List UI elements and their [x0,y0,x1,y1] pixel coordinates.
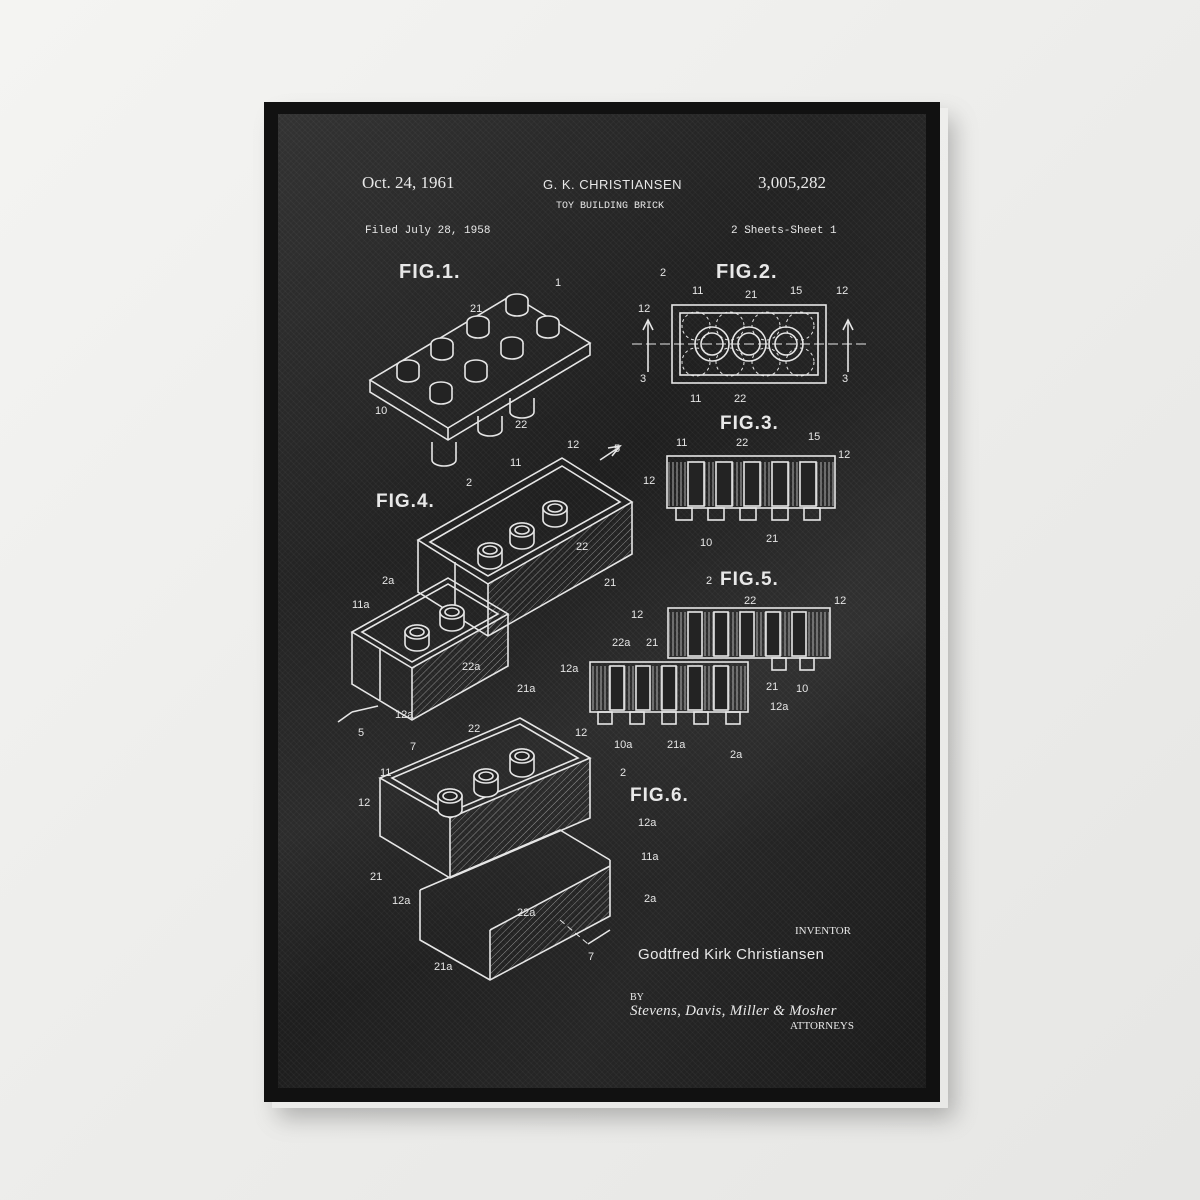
svg-text:15: 15 [790,285,802,297]
fig4-label: FIG.4. [376,491,435,512]
svg-text:12: 12 [567,439,579,451]
svg-text:2: 2 [466,477,472,489]
svg-text:11: 11 [380,767,391,779]
svg-text:15: 15 [808,431,820,443]
svg-text:12: 12 [575,727,587,739]
svg-text:11: 11 [510,457,521,469]
fig1-label: FIG.1. [399,261,461,283]
fig4-drawing-lower [337,577,510,723]
svg-text:5: 5 [358,727,364,739]
svg-text:22: 22 [736,437,748,449]
svg-text:11a: 11a [352,599,370,611]
by-label: BY [630,992,644,1003]
svg-text:22a: 22a [517,907,536,919]
svg-text:21: 21 [370,871,382,883]
patent-date: Oct. 24, 1961 [362,173,455,192]
svg-text:2: 2 [706,575,712,587]
svg-text:21a: 21a [434,961,453,973]
svg-text:12: 12 [638,303,650,315]
svg-text:12: 12 [631,609,643,621]
svg-text:11: 11 [690,393,701,405]
svg-text:12: 12 [838,449,850,461]
svg-text:11a: 11a [641,851,659,863]
svg-text:21: 21 [766,533,778,545]
svg-text:22: 22 [734,393,746,405]
fig5-label: FIG.5. [720,569,779,590]
svg-text:21: 21 [604,577,616,589]
svg-text:10: 10 [375,405,387,417]
svg-text:22: 22 [468,723,480,735]
svg-text:22: 22 [515,419,527,431]
svg-text:10: 10 [796,683,808,695]
svg-text:2: 2 [620,767,626,779]
fig6-drawing-lower [419,829,611,981]
svg-text:12a: 12a [770,701,789,713]
fig4-drawing-upper [416,444,634,637]
attorney-signature: Stevens, Davis, Miller & Mosher [630,1003,837,1019]
patent-title: TOY BUILDING BRICK [556,201,665,212]
svg-text:7: 7 [588,951,594,963]
svg-text:3: 3 [842,373,848,385]
svg-text:2: 2 [660,267,666,279]
svg-text:21: 21 [766,681,778,693]
svg-text:7: 7 [410,741,416,753]
svg-text:21: 21 [470,303,482,315]
svg-text:21a: 21a [517,683,536,695]
svg-text:12a: 12a [395,709,414,721]
svg-text:12: 12 [834,595,846,607]
svg-text:12: 12 [643,475,655,487]
svg-text:2a: 2a [382,575,395,587]
inventor-label: INVENTOR [795,925,852,937]
svg-text:12: 12 [836,285,848,297]
inventor-header: G. K. CHRISTIANSEN [543,177,683,192]
patent-number: 3,005,282 [758,173,826,192]
fig3-label: FIG.3. [720,413,779,434]
fig5-drawing [589,607,831,725]
fig3-drawing [666,455,836,521]
svg-text:12: 12 [358,797,370,809]
svg-text:10: 10 [700,537,712,549]
svg-text:21: 21 [646,637,658,649]
svg-text:11: 11 [692,285,703,297]
sheet-count: 2 Sheets-Sheet 1 [731,225,837,237]
svg-text:1: 1 [555,277,561,289]
svg-text:12a: 12a [638,817,657,829]
svg-text:2a: 2a [644,893,657,905]
fig2-drawing [632,304,866,384]
svg-text:12a: 12a [392,895,411,907]
svg-text:22: 22 [744,595,756,607]
svg-text:22a: 22a [462,661,481,673]
fig6-label: FIG.6. [630,785,689,806]
svg-text:11: 11 [676,437,687,449]
svg-text:12a: 12a [560,663,579,675]
svg-text:2a: 2a [730,749,743,761]
svg-text:22: 22 [576,541,588,553]
svg-text:21a: 21a [667,739,686,751]
svg-text:10a: 10a [614,739,633,751]
fig1-drawing [368,293,592,467]
svg-text:5: 5 [614,443,620,455]
filed-date: Filed July 28, 1958 [365,225,491,237]
svg-text:21: 21 [745,289,757,301]
fig2-label: FIG.2. [716,261,778,283]
inventor-name: Godtfred Kirk Christiansen [638,946,825,963]
svg-text:3: 3 [640,373,646,385]
attorneys-label: ATTORNEYS [790,1020,854,1032]
svg-text:22a: 22a [612,637,631,649]
fig6-drawing-upper [378,717,592,879]
